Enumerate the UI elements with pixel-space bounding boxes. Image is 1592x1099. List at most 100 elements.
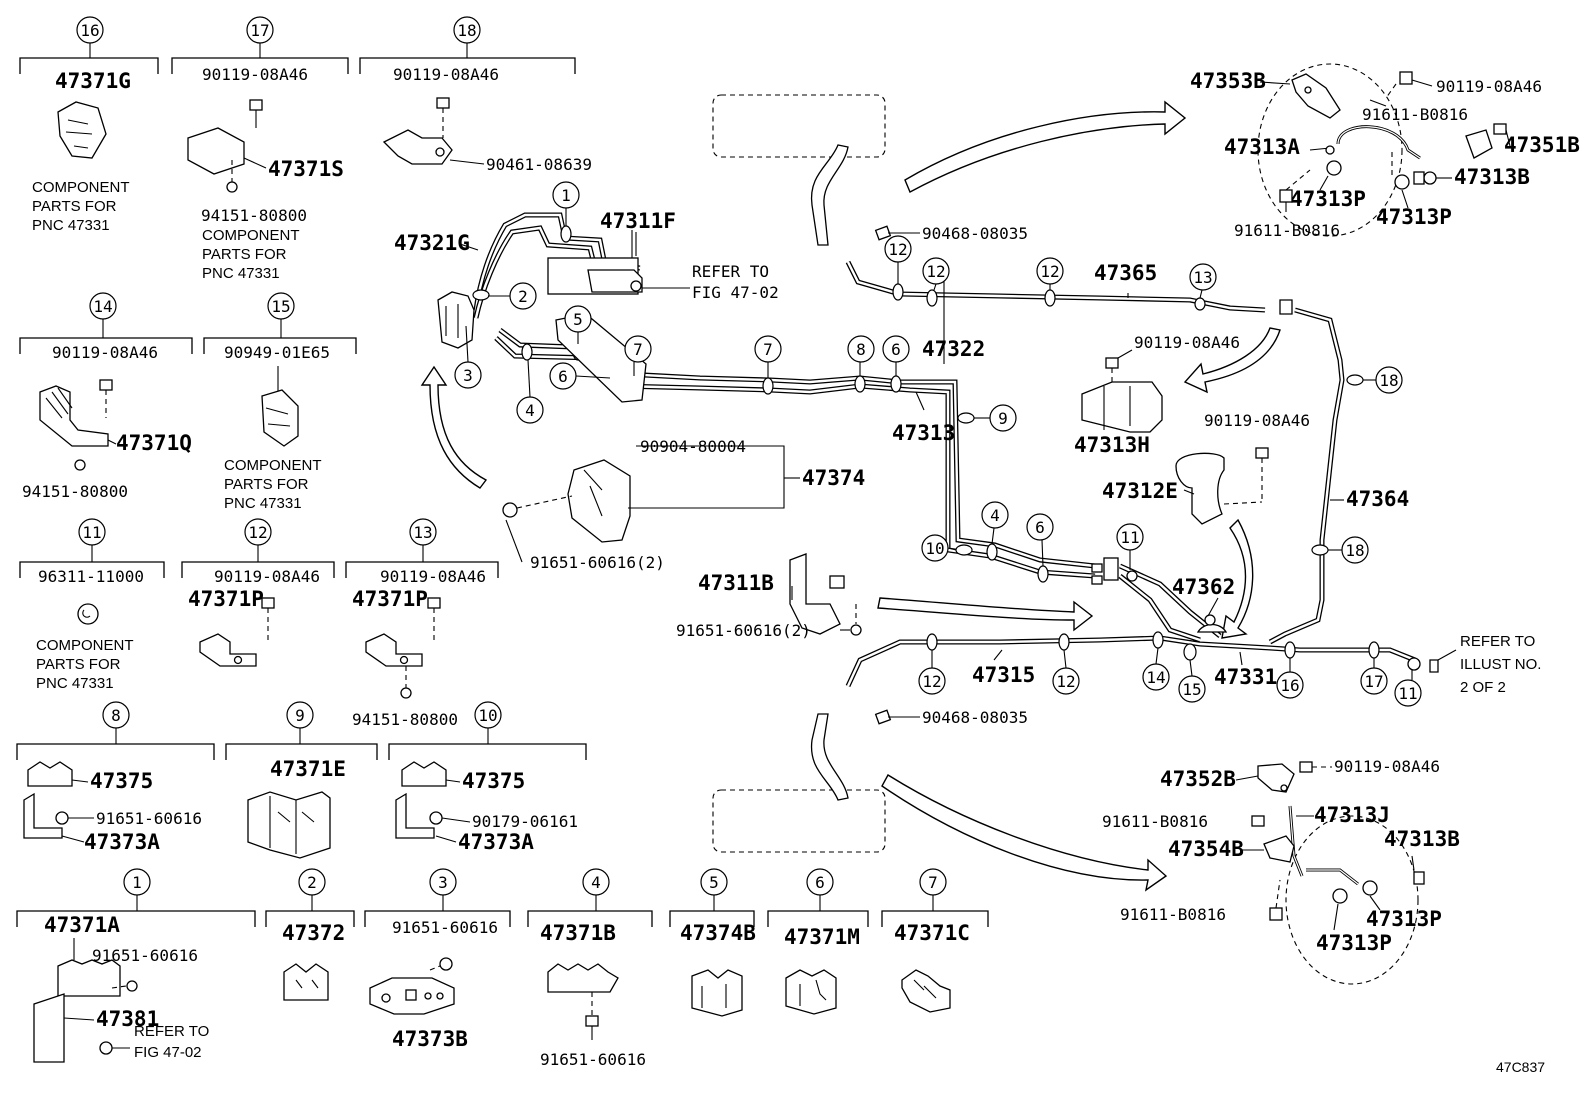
detail-top: 47353B 90119-08A46 91611-B0816 47351B 47…: [1190, 63, 1580, 240]
legend-group-5: 5 47374B: [669, 868, 756, 1017]
label-47311F: 47311F: [600, 209, 676, 233]
part-94151-80800-g13: 94151-80800: [352, 710, 458, 729]
label-47353B: 47353B: [1190, 69, 1266, 93]
label-47354B: 47354B: [1168, 837, 1244, 861]
part-90119-08A46-g13: 90119-08A46: [380, 567, 486, 586]
note-11-l2: PARTS FOR: [36, 656, 121, 673]
arrow-to-detail-top: [904, 100, 1187, 193]
part-47375-g8: 47375: [90, 769, 153, 793]
svg-text:12: 12: [926, 262, 945, 281]
label-47365: 47365: [1094, 261, 1157, 285]
svg-text:9: 9: [998, 409, 1008, 428]
svg-text:11: 11: [1120, 528, 1139, 547]
part-47371P-g12: 47371P: [188, 587, 264, 611]
part-94151-80800-g17: 94151-80800: [201, 206, 307, 225]
legend-group-1: 1 47371A 91651-60616 47381 REFER TO FIG …: [16, 868, 256, 1063]
svg-text:18: 18: [457, 21, 476, 40]
part-90949-01E65: 90949-01E65: [224, 343, 330, 362]
note-17-l3: PNC 47331: [202, 265, 280, 282]
svg-text:7: 7: [763, 340, 773, 359]
legend-group-9: 9 47371E: [225, 701, 378, 859]
label-47313H: 47313H: [1074, 433, 1150, 457]
label-91611-B0816-db1: 91611-B0816: [1102, 812, 1208, 831]
part-47373A-g8: 47373A: [84, 830, 160, 854]
label-47313: 47313: [892, 421, 955, 445]
legend-group-14: 14 90119-08A46 47371Q 94151-80800: [19, 292, 193, 501]
svg-text:16: 16: [1280, 676, 1299, 695]
label-47331: 47331: [1214, 665, 1277, 689]
svg-text:15: 15: [271, 297, 290, 316]
part-47371C: 47371C: [894, 921, 970, 945]
legend-group-18: 18 90119-08A46 90461-08639: [359, 16, 592, 174]
figure-id: 47C837: [1496, 1059, 1545, 1075]
svg-text:6: 6: [815, 873, 825, 892]
label-91611-B0816-dt2: 91611-B0816: [1234, 221, 1340, 240]
svg-text:2: 2: [518, 287, 528, 306]
bracket-47352B: [1257, 763, 1295, 793]
svg-text:1: 1: [561, 186, 571, 205]
svg-text:8: 8: [111, 706, 121, 725]
label-91611-B0816-db2: 91611-B0816: [1120, 905, 1226, 924]
part-90119-08A46-g12: 90119-08A46: [214, 567, 320, 586]
part-47375-g10: 47375: [462, 769, 525, 793]
svg-text:18: 18: [1379, 371, 1398, 390]
legend-group-16: 16 47371G COMPONENT PARTS FOR PNC 47331: [19, 16, 159, 234]
part-47371E: 47371E: [270, 757, 346, 781]
svg-text:4: 4: [591, 873, 601, 892]
part-91651-60616-g4: 91651-60616: [540, 1050, 646, 1069]
part-47381: 47381: [96, 1007, 159, 1031]
bracket-47311B: [789, 553, 841, 635]
note-16-l1: COMPONENT: [32, 179, 130, 196]
label-90904-80004: 90904-80004: [640, 437, 746, 456]
svg-text:1: 1: [132, 873, 142, 892]
bracket-47374: [567, 459, 631, 543]
svg-text:12: 12: [1056, 672, 1075, 691]
label-91651-60616-2-a: 91651-60616(2): [530, 553, 665, 572]
label-47313P-db2: 47313P: [1316, 931, 1392, 955]
label-90119-08A46-e: 90119-08A46: [1204, 411, 1310, 430]
label-47364: 47364: [1346, 487, 1409, 511]
main-labels: 47321G 47311F REFER TO FIG 47-02 90904-8…: [394, 209, 1541, 727]
label-47321G: 47321G: [394, 231, 470, 255]
legend-group-13: 13 90119-08A46 47371P 94151-80800: [345, 518, 499, 729]
legend-group-7: 7 47371C: [881, 868, 989, 1013]
svg-text:14: 14: [93, 297, 112, 316]
legend-group-2: 2 47372: [265, 868, 355, 1001]
label-47313P-db1: 47313P: [1366, 907, 1442, 931]
label-47374: 47374: [802, 466, 865, 490]
legend-group-15: 15 90949-01E65 COMPONENT PARTS FOR PNC 4…: [203, 292, 357, 512]
legend-group-10: 10 47375 90179-06161 47373A: [388, 701, 587, 854]
svg-text:2: 2: [307, 873, 317, 892]
svg-text:12: 12: [1040, 262, 1059, 281]
note-17-l2: PARTS FOR: [202, 246, 287, 263]
note-15-l1: COMPONENT: [224, 457, 322, 474]
refer-illust-l2: ILLUST NO.: [1460, 656, 1541, 673]
svg-text:5: 5: [573, 310, 583, 329]
main-callouts: 1 2 3 4 5 6 7 7 8 6 9 10 4 6 11 12 12 12: [454, 181, 1422, 707]
svg-text:3: 3: [438, 873, 448, 892]
label-47313B: 47313B: [1454, 165, 1530, 189]
part-47371B: 47371B: [540, 921, 616, 945]
part-47371P-g13: 47371P: [352, 587, 428, 611]
clamp-47371G-shape: [57, 101, 107, 159]
label-90468-08035-b: 90468-08035: [922, 708, 1028, 727]
note-15-l3: PNC 47331: [224, 495, 302, 512]
svg-text:12: 12: [248, 523, 267, 542]
label-90119-08A46-db: 90119-08A46: [1334, 757, 1440, 776]
svg-text:13: 13: [1193, 268, 1212, 287]
part-96311-11000: 96311-11000: [38, 567, 144, 586]
refer-fig-l2: FIG 47-02: [692, 283, 779, 302]
svg-text:4: 4: [525, 401, 535, 420]
note-1-l2: FIG 47-02: [134, 1044, 202, 1061]
part-47374B: 47374B: [680, 921, 756, 945]
label-47315: 47315: [972, 663, 1035, 687]
svg-text:8: 8: [856, 340, 866, 359]
legend-group-8: 8 47375 91651-60616 47373A: [16, 701, 215, 854]
svg-text:9: 9: [295, 706, 305, 725]
body-outline-top: [712, 94, 886, 158]
part-94151-80800-g14: 94151-80800: [22, 482, 128, 501]
legend-group-12: 12 90119-08A46 47371P: [181, 518, 335, 667]
part-90461-08639: 90461-08639: [486, 155, 592, 174]
label-90119-08A46-dt: 90119-08A46: [1436, 77, 1542, 96]
note-15-l2: PARTS FOR: [224, 476, 309, 493]
